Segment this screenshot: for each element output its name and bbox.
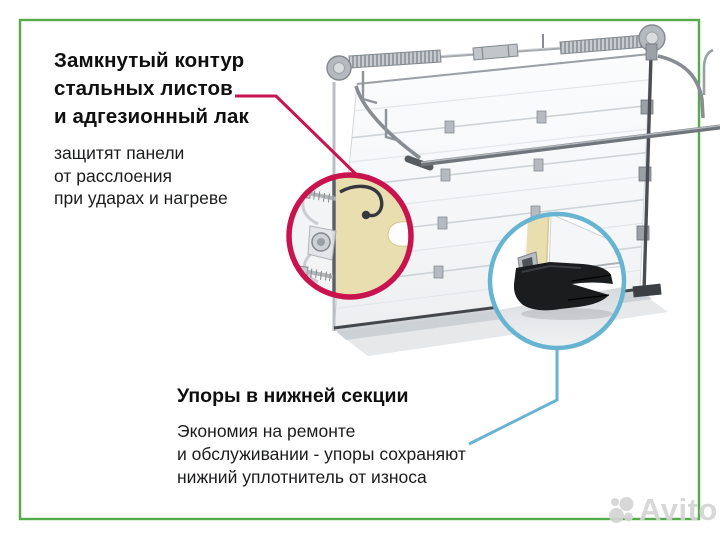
- green-frame-border: [18, 18, 701, 521]
- torsion-spring-assembly: [326, 24, 666, 81]
- rubber-bottom-seal: [513, 262, 613, 311]
- feature-bottom-block: Упоры в нижней секции Экономия на ремонт…: [177, 384, 507, 489]
- panel-cross-section-callout: [286, 172, 414, 300]
- steel-sheet-contour: [339, 184, 384, 218]
- seal-callout-connector-line: [468, 346, 559, 446]
- panel-callout-connector-line: [235, 94, 368, 186]
- right-torsion-spring: [559, 34, 647, 55]
- feature-bottom-title: Упоры в нижней секции: [177, 385, 409, 407]
- avito-wordmark: Avito: [639, 492, 718, 527]
- ceiling-tracks: [354, 48, 720, 171]
- bottom-seal-callout: [487, 211, 627, 351]
- body-line: от расслоения: [54, 165, 172, 186]
- panel-face: [548, 214, 624, 275]
- avito-watermark: Avito: [608, 493, 718, 527]
- left-torsion-spring: [348, 49, 442, 69]
- feature-top-description: защитят панели от расслоения при ударах …: [54, 142, 294, 210]
- title-line: и адгезионный лак: [54, 105, 249, 128]
- right-track-hanger: [702, 48, 714, 95]
- body-line: нижний уплотнитель от износа: [177, 467, 427, 487]
- feature-top-title: Замкнутый контур стальных листов и адгез…: [54, 47, 294, 131]
- feature-bottom-description: Экономия на ремонте и обслуживании - упо…: [177, 420, 507, 489]
- avito-dots-logo: [609, 497, 634, 523]
- track-hanger-bracket: [361, 71, 378, 105]
- body-line: и обслуживании - упоры сохраняют: [177, 444, 466, 464]
- track-hanger-bracket: [384, 109, 401, 143]
- feature-top-block: Замкнутый контур стальных листов и адгез…: [54, 47, 294, 210]
- body-line: защитят панели: [54, 143, 185, 163]
- title-line: стальных листов: [54, 77, 233, 100]
- body-line: Экономия на ремонте: [177, 421, 356, 441]
- spring-coupler: [472, 43, 519, 61]
- title-line: Замкнутый контур: [54, 49, 245, 72]
- body-line: при ударах и нагреве: [54, 188, 228, 208]
